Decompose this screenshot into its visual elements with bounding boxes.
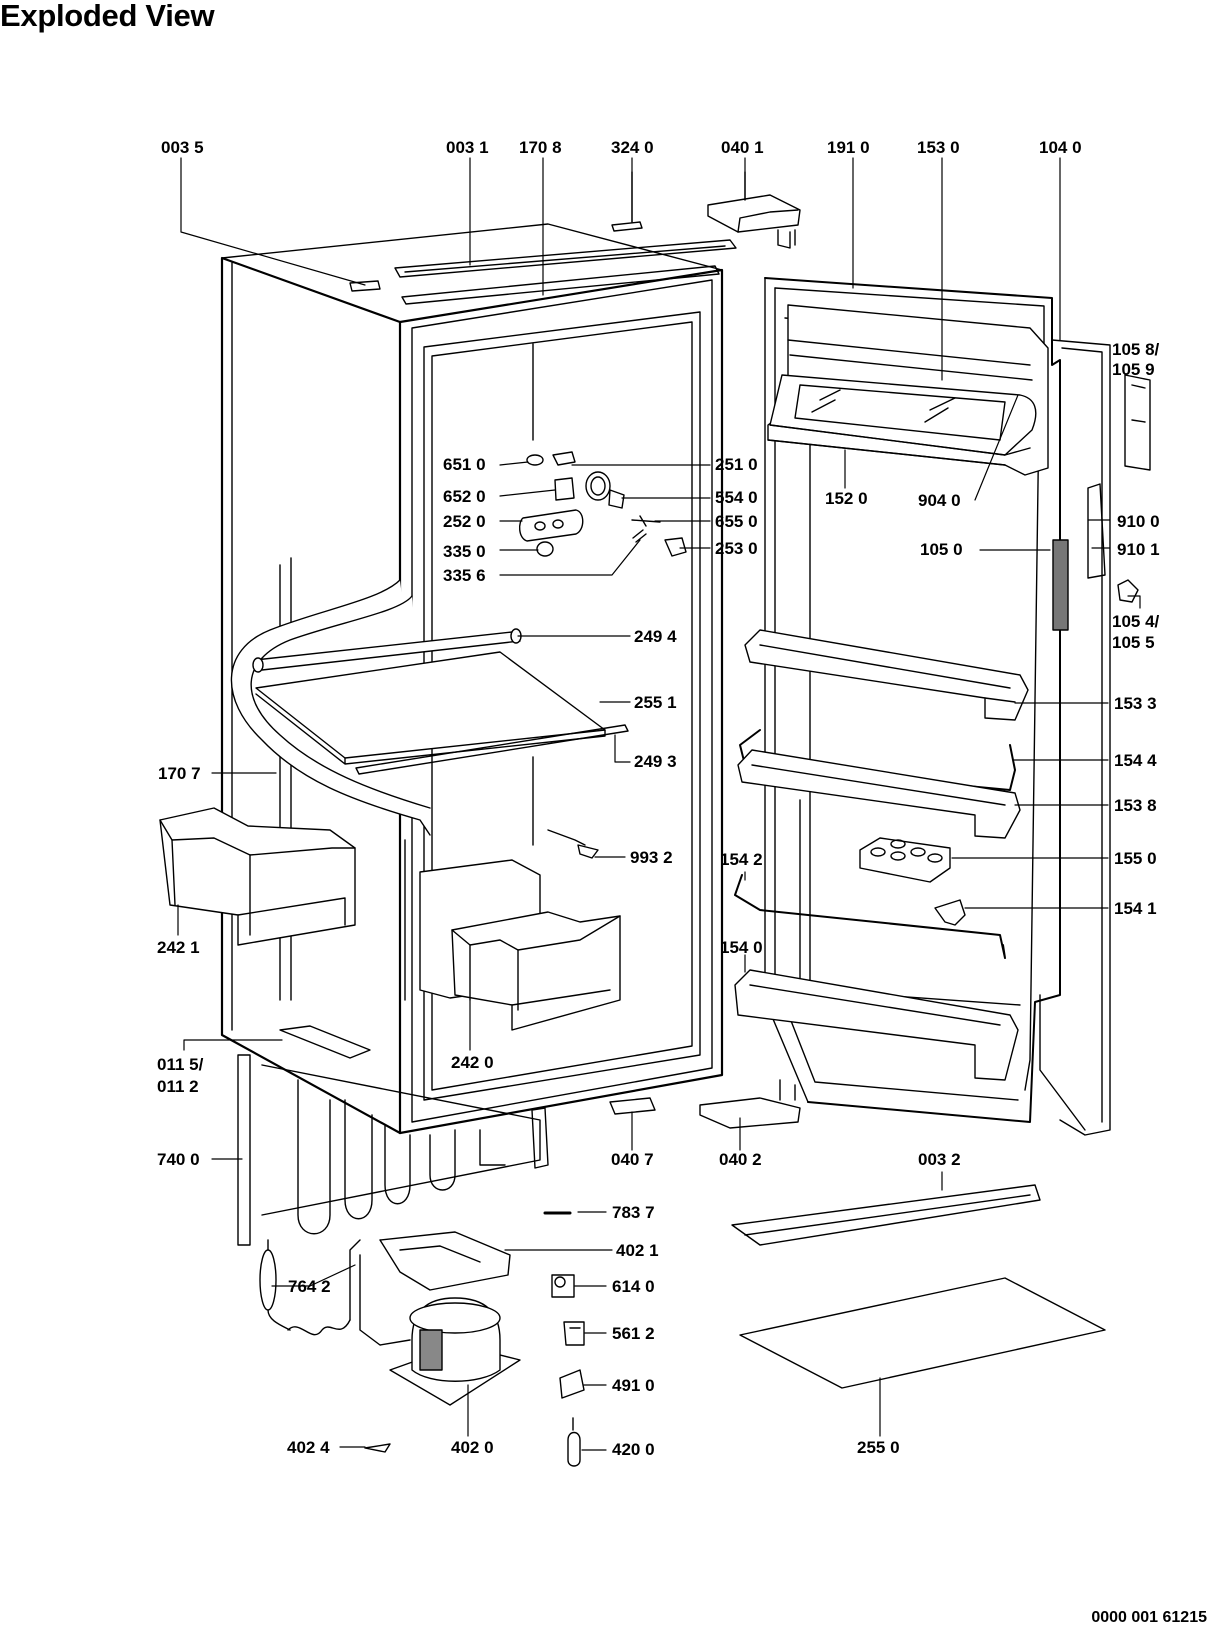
callout-1910: 191 0: [827, 138, 870, 157]
leader-lines: [178, 158, 1140, 1450]
callout-2551: 255 1: [634, 693, 677, 712]
callout-5540: 554 0: [715, 488, 758, 507]
callout-1530: 153 0: [917, 138, 960, 157]
thermostat-parts: [520, 452, 686, 556]
callout-1055: 105 5: [1112, 633, 1155, 652]
callout-6520: 652 0: [443, 487, 486, 506]
callout-4200: 420 0: [612, 1440, 655, 1459]
callout-2510: 251 0: [715, 455, 758, 474]
callout-4021: 402 1: [616, 1241, 659, 1260]
base-plate: [732, 1185, 1040, 1245]
callout-1050: 105 0: [920, 540, 963, 559]
callout-0112: 011 2: [157, 1077, 199, 1096]
callout-9100: 910 0: [1117, 512, 1160, 531]
page-title: Exploded View: [0, 0, 215, 33]
callout-0407: 040 7: [611, 1150, 654, 1169]
compressor-tray: [380, 1232, 510, 1290]
door-bar-lower: [735, 875, 1005, 958]
callout-1550: 155 0: [1114, 849, 1157, 868]
egg-tray: [860, 838, 950, 882]
callout-2493: 249 3: [634, 752, 677, 771]
callout-4024: 402 4: [287, 1438, 330, 1457]
callout-2530: 253 0: [715, 539, 758, 558]
callout-0035: 003 5: [161, 138, 204, 157]
callout-1544: 154 4: [1114, 751, 1157, 770]
door-shelf-middle: [738, 750, 1020, 838]
door-hardware: [1053, 375, 1150, 630]
callout-1059: 105 9: [1112, 360, 1155, 379]
callout-0402: 040 2: [719, 1150, 762, 1169]
callout-1533: 153 3: [1114, 694, 1157, 713]
callout-7837: 783 7: [612, 1203, 655, 1222]
callout-7642: 764 2: [288, 1277, 331, 1296]
callout-3240: 324 0: [611, 138, 654, 157]
crisper-right: [420, 860, 620, 1030]
callout-0031: 003 1: [446, 138, 489, 157]
callout-1040: 104 0: [1039, 138, 1082, 157]
callout-9040: 904 0: [918, 491, 961, 510]
callout-1054: 105 4/: [1112, 612, 1160, 631]
callout-1540: 154 0: [720, 938, 763, 957]
callout-0032: 003 2: [918, 1150, 961, 1169]
bottom-hinge: [610, 1080, 800, 1128]
callout-4910: 491 0: [612, 1376, 655, 1395]
callout-2421: 242 1: [157, 938, 200, 957]
dairy-compartment: [768, 305, 1048, 475]
callout-7400: 740 0: [157, 1150, 200, 1169]
callout-1708: 170 8: [519, 138, 562, 157]
callout-1520: 152 0: [825, 489, 868, 508]
callout-1541: 154 1: [1114, 899, 1157, 918]
callout-0115: 011 5/: [157, 1055, 204, 1074]
condenser: [238, 1055, 548, 1245]
electrical-parts: [365, 1213, 584, 1466]
bracket-0115: [280, 1026, 370, 1058]
compressor: [360, 1255, 520, 1405]
callout-2494: 249 4: [634, 627, 677, 646]
callout-3350: 335 0: [443, 542, 486, 561]
callout-4020: 402 0: [451, 1438, 494, 1457]
bottle-clip: [935, 900, 965, 925]
callout-1707: 170 7: [158, 764, 201, 783]
callout-6140: 614 0: [612, 1277, 655, 1296]
callout-5612: 561 2: [612, 1324, 655, 1343]
callout-1542: 154 2: [720, 850, 763, 869]
document-number: 0000 001 61215: [1091, 1609, 1207, 1626]
glass-plate: [740, 1278, 1105, 1388]
top-strips: [350, 172, 736, 304]
crisper-left: [160, 808, 355, 945]
callout-9101: 910 1: [1117, 540, 1160, 559]
callout-2550: 255 0: [857, 1438, 900, 1457]
callout-9932: 993 2: [630, 848, 673, 867]
callout-2420: 242 0: [451, 1053, 494, 1072]
callout-2520: 252 0: [443, 512, 486, 531]
door-shelf-upper: [745, 630, 1028, 720]
callout-6510: 651 0: [443, 455, 486, 474]
callout-6550: 655 0: [715, 512, 758, 531]
glass-shelf: [253, 629, 628, 774]
capillary-tube: [260, 1240, 360, 1335]
callout-3356: 335 6: [443, 566, 486, 585]
callout-1538: 153 8: [1114, 796, 1157, 815]
callout-1058: 105 8/: [1112, 340, 1160, 359]
callout-0401: 040 1: [721, 138, 764, 157]
door-shelf-lower: [735, 970, 1018, 1080]
sensor-cable: [548, 830, 598, 858]
top-hinge: [708, 172, 800, 248]
